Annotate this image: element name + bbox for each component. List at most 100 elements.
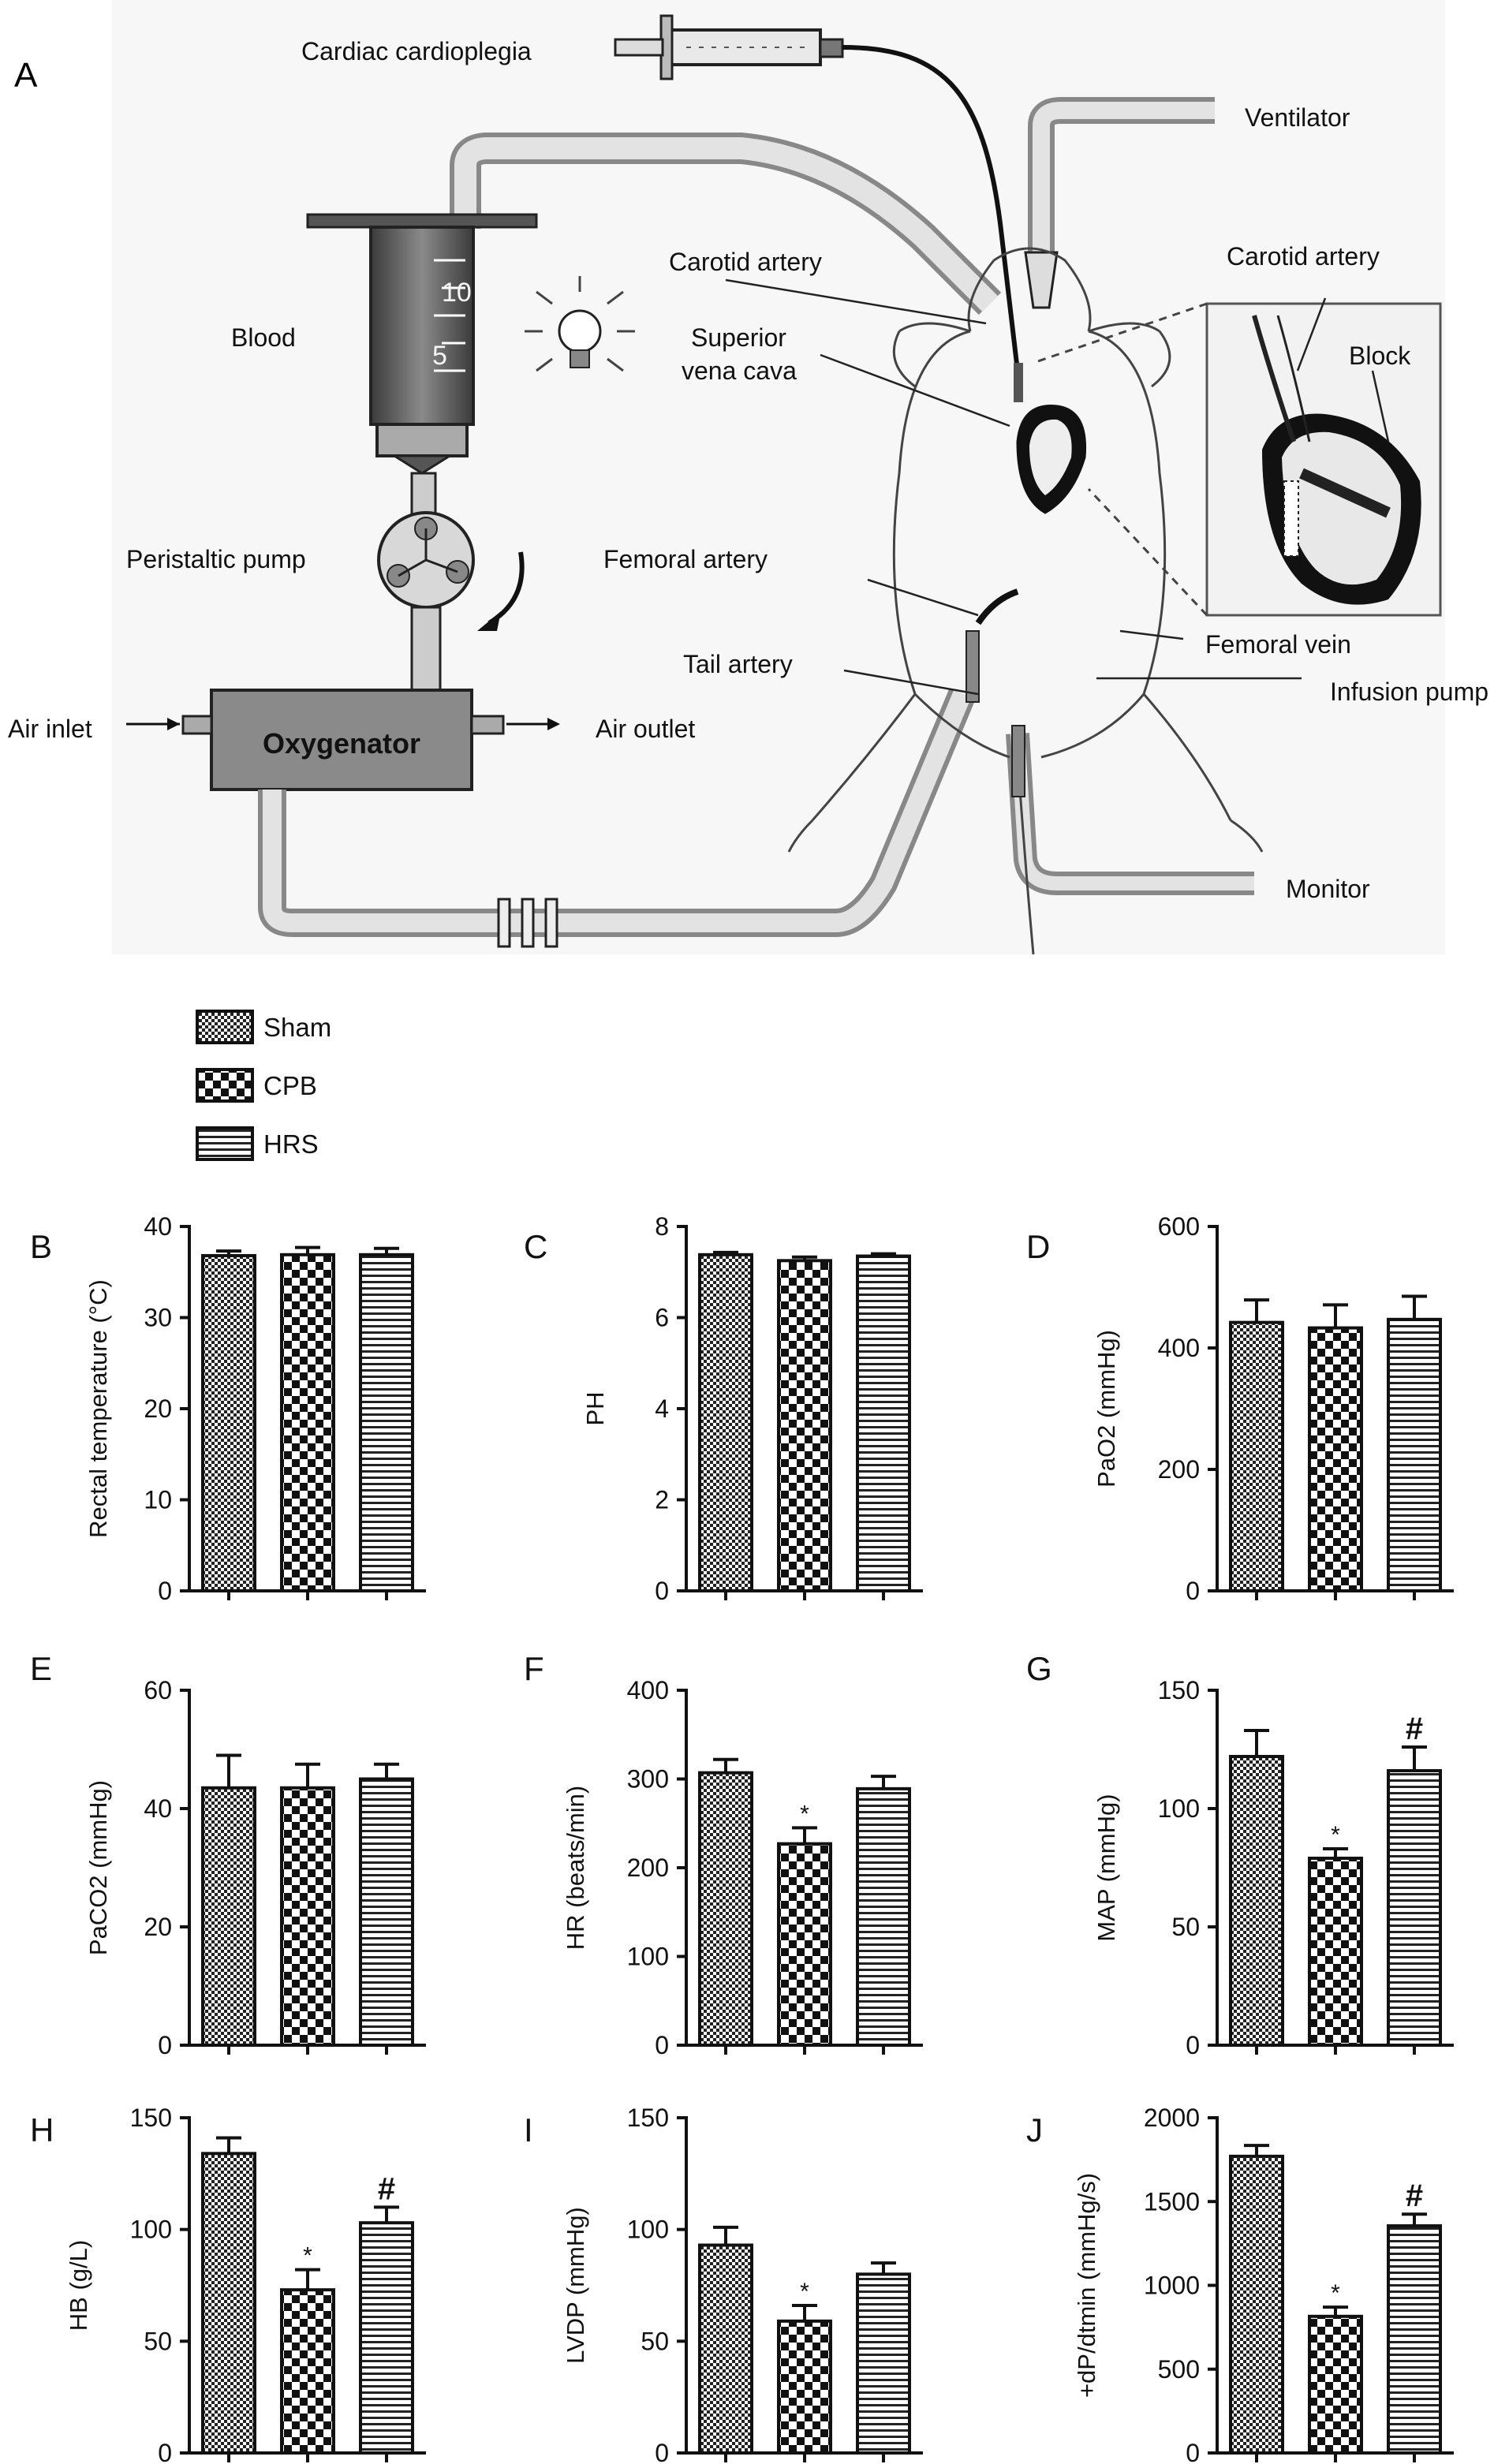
bar-j-sham <box>1229 2154 1284 2455</box>
y-tick-label-b: 30 <box>144 1304 172 1332</box>
tube-clamp <box>521 898 535 948</box>
label-femoral-vein: Femoral vein <box>1205 630 1351 659</box>
panel-a-diagram: A 10 5 <box>8 0 1488 955</box>
significance-mark-i-cpb: * <box>800 2279 809 2305</box>
y-tick-label-f: 300 <box>627 1765 669 1794</box>
y-tick-label-h: 150 <box>130 2104 172 2132</box>
heart-icon <box>1016 405 1087 514</box>
y-tick-label-d: 0 <box>1186 1577 1200 1605</box>
y-tick-label-i: 150 <box>627 2104 669 2132</box>
y-tick-label-h: 100 <box>130 2216 172 2244</box>
legend-label-sham: Sham <box>263 1013 331 1042</box>
y-tick-label-e: 60 <box>144 1676 172 1704</box>
tail-artery-cannula <box>966 630 980 703</box>
y-tick-label-d: 400 <box>1158 1334 1200 1362</box>
y-axis-label-c: PH <box>581 1391 609 1425</box>
bar-f-hrs <box>856 1786 911 2047</box>
significance-mark-f-cpb: * <box>800 1801 809 1827</box>
significance-mark-h-hrs: # <box>378 2171 395 2206</box>
y-tick-label-j: 2000 <box>1144 2104 1200 2132</box>
label-superior: Superior <box>691 323 786 352</box>
significance-mark-j-hrs: # <box>1406 2178 1423 2213</box>
reservoir-mark-5: 5 <box>432 341 447 371</box>
label-cardioplegia: Cardiac cardioplegia <box>301 37 532 65</box>
bar-h-sham <box>201 2152 256 2455</box>
catheter <box>1014 363 1023 402</box>
label-ventilator: Ventilator <box>1245 103 1350 132</box>
cardioplegia-syringe-icon <box>614 14 1020 371</box>
y-tick-label-d: 200 <box>1158 1455 1200 1484</box>
oxygenator-label: Oxygenator <box>263 727 420 760</box>
tube-clamp <box>497 898 511 948</box>
y-tick-label-j: 500 <box>1158 2355 1200 2384</box>
leader-lines <box>725 278 1390 696</box>
bar-j-hrs <box>1387 2224 1442 2455</box>
heart-inset <box>1033 302 1442 617</box>
panel-letter-h: H <box>30 2111 54 2149</box>
y-tick-label-f: 200 <box>627 1854 669 1882</box>
femoral-cannula <box>1011 725 1025 797</box>
label-carotid-artery-inset: Carotid artery <box>1227 242 1380 271</box>
y-axis-label-d: PaO2 (mmHg) <box>1093 1330 1120 1488</box>
y-tick-label-b: 20 <box>144 1394 172 1423</box>
y-tick-label-j: 0 <box>1186 2439 1200 2464</box>
bar-c-cpb <box>777 1259 832 1592</box>
y-tick-label-f: 400 <box>627 1676 669 1704</box>
label-peristaltic-pump: Peristaltic pump <box>126 545 306 573</box>
bar-b-hrs <box>359 1253 414 1593</box>
y-tick-label-c: 6 <box>655 1304 669 1332</box>
label-carotid-artery: Carotid artery <box>669 248 822 276</box>
bar-e-hrs <box>359 1777 414 2047</box>
y-tick-label-e: 0 <box>158 2031 172 2059</box>
legend-label-cpb: CPB <box>263 1071 317 1100</box>
y-tick-label-j: 1000 <box>1144 2272 1200 2300</box>
label-block: Block <box>1349 342 1411 370</box>
y-tick-label-e: 40 <box>144 1794 172 1823</box>
bar-g-sham <box>1229 1755 1284 2047</box>
bar-g-cpb <box>1308 1857 1363 2047</box>
bar-i-cpb <box>777 2319 832 2455</box>
label-monitor: Monitor <box>1286 875 1370 903</box>
y-tick-label-i: 0 <box>655 2439 669 2464</box>
y-tick-label-d: 600 <box>1158 1212 1200 1241</box>
y-axis-label-g: MAP (mmHg) <box>1093 1794 1120 1941</box>
panel-letter-b: B <box>30 1228 52 1265</box>
reservoir-mark-10: 10 <box>442 278 472 308</box>
bar-d-sham <box>1229 1320 1284 1593</box>
panel-letter-f: F <box>524 1650 544 1687</box>
blood-reservoir-icon: 10 5 <box>306 213 538 475</box>
bar-h-cpb <box>280 2288 335 2455</box>
y-axis-label-f: HR (beats/min) <box>562 1786 589 1950</box>
label-blood: Blood <box>231 323 296 352</box>
bar-f-cpb <box>777 1842 832 2047</box>
legend-swatch-hrs <box>196 1126 254 1161</box>
y-tick-label-h: 50 <box>144 2327 172 2355</box>
y-axis-label-i: LVDP (mmHg) <box>562 2207 589 2364</box>
peristaltic-pump-icon <box>377 472 525 696</box>
label-vena-cava: vena cava <box>682 357 797 385</box>
legend-swatch-sham <box>196 1010 254 1044</box>
bar-i-sham <box>698 2243 753 2455</box>
light-bulb-icon <box>525 276 635 372</box>
bar-i-hrs <box>856 2272 911 2455</box>
y-tick-label-f: 100 <box>627 1943 669 1971</box>
y-tick-label-f: 0 <box>655 2031 669 2059</box>
y-tick-label-h: 0 <box>158 2439 172 2464</box>
significance-mark-g-cpb: * <box>1331 1822 1340 1848</box>
bar-d-cpb <box>1308 1326 1363 1592</box>
bar-j-cpb <box>1308 2314 1363 2455</box>
y-axis-label-j: +dP/dtmin (mmHg/s) <box>1073 2173 1100 2398</box>
bar-f-sham <box>698 1771 753 2047</box>
panel-letter-e: E <box>30 1650 52 1687</box>
label-infusion-pump: Infusion pump <box>1330 678 1488 706</box>
bar-h-hrs <box>359 2221 414 2455</box>
y-tick-label-e: 20 <box>144 1913 172 1941</box>
panel-letter-g: G <box>1026 1650 1052 1687</box>
